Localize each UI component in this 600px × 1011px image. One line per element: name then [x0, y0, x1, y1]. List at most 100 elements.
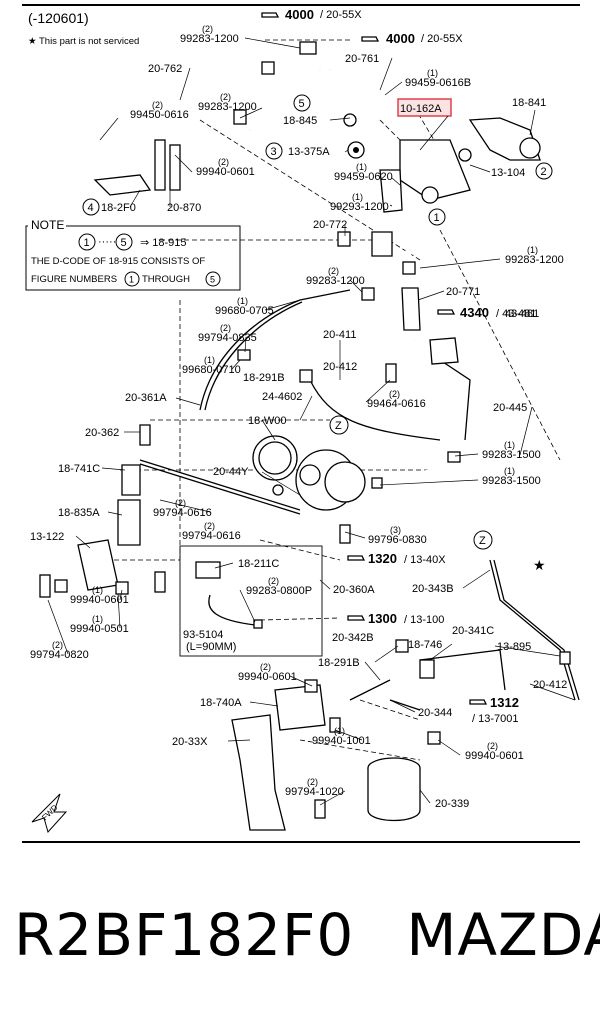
figure-number-3: 3 — [271, 146, 277, 158]
part-number: 18-740A — [200, 697, 242, 709]
part-number: 18-841 — [512, 97, 546, 109]
ref-1320: 1320 / 13-40X — [347, 551, 446, 566]
svg-text:1320: 1320 — [368, 551, 397, 566]
leader-line — [419, 258, 501, 269]
part-number: 99794-0616 — [182, 530, 241, 542]
part-label: (1)99283-1500 — [482, 440, 541, 461]
part-label: (2)99450-0616 — [130, 100, 189, 121]
part-number: 99794-1020 — [285, 786, 344, 798]
leader-line — [179, 67, 191, 101]
leader-line — [379, 479, 479, 486]
leader-line — [519, 406, 533, 456]
leader-line — [261, 419, 276, 441]
leader-line — [159, 499, 211, 513]
part-label: 20-342B — [332, 632, 374, 644]
part-label: 20-344 — [418, 707, 452, 719]
leader-line — [349, 279, 363, 293]
part-label: 20-411 — [323, 329, 356, 341]
leader-line — [101, 467, 126, 471]
part-number: 99794-0835 — [198, 332, 257, 344]
part-number: 20-772 — [313, 219, 347, 231]
note-line3a: FIGURE NUMBERS — [31, 274, 117, 285]
part-quantity: (1) — [527, 245, 538, 255]
part-number: 20-33X — [172, 736, 208, 748]
leader-lines — [47, 37, 576, 806]
part-quantity: (2) — [52, 640, 63, 650]
part-number: 20-344 — [418, 707, 452, 719]
part-label: (2)99283-1200 — [306, 266, 365, 287]
part-quantity: (1) — [504, 440, 515, 450]
fwd-arrow: FWD — [31, 793, 68, 834]
note-line3b: THROUGH — [142, 274, 190, 285]
part-number: 99459-0620 — [334, 171, 393, 183]
figure-z-b: Z — [479, 535, 486, 547]
part-label: (2)99794-0820 — [30, 640, 89, 661]
leader-line — [419, 789, 431, 804]
note-circle-to: 5 — [121, 237, 127, 249]
part-number: 20-771 — [446, 286, 480, 298]
part-number: 20-341C — [452, 625, 494, 637]
svg-text:/ 20-55X: / 20-55X — [320, 9, 362, 21]
leader-line — [469, 164, 491, 173]
part-label: 18-W00 — [248, 415, 287, 427]
part-number: 99283-1500 — [482, 449, 541, 461]
part-number: 20-870 — [167, 202, 201, 214]
leader-line — [494, 645, 561, 657]
part-quantity: (1) — [92, 614, 103, 624]
leader-line — [264, 299, 301, 311]
part-quantity: (2) — [220, 92, 231, 102]
part-number: 20-762 — [148, 63, 182, 75]
part-number: 99283-1500 — [482, 475, 541, 487]
part-label: 20-870 — [167, 202, 201, 214]
part-label: 20-771 — [446, 286, 480, 298]
part-number: 20-342B — [332, 632, 374, 644]
part-number: 99283-1200 — [180, 33, 239, 45]
part-label: 18-2F0 — [101, 202, 136, 214]
part-quantity: (2) — [202, 24, 213, 34]
leader-line — [119, 589, 123, 601]
part-label: 18-835A — [58, 507, 100, 519]
part-number: 18-746 — [408, 639, 442, 651]
leader-line — [454, 453, 479, 457]
not-serviced-star: ★ — [533, 557, 546, 573]
part-label: 13-104 — [491, 167, 525, 179]
diagram-code: R2BF182F0 — [14, 901, 355, 969]
components — [39, 41, 571, 831]
part-quantity: (1) — [427, 68, 438, 78]
leader-line — [389, 699, 416, 713]
part-label: 20-762 — [148, 63, 182, 75]
part-label: 20-761 — [345, 53, 379, 65]
part-number: 99283-1200 — [198, 101, 257, 113]
part-quantity: (1) — [237, 296, 248, 306]
part-number: 99940-0601 — [196, 166, 255, 178]
svg-text:/ 20-55X: / 20-55X — [421, 33, 463, 45]
part-label: 20-339 — [435, 798, 469, 810]
leader-line — [75, 535, 91, 549]
part-number: 13-122 — [30, 531, 64, 543]
leader-line — [529, 683, 576, 701]
part-label: (2)99940-0601 — [196, 157, 255, 178]
part-number: (L=90MM) — [186, 641, 236, 653]
leader-line — [129, 189, 141, 208]
ref-1300: 1300 / 13-100 — [347, 611, 444, 626]
service-note: ★ This part is not serviced — [28, 36, 139, 47]
part-label: (1)99293-1200 — [330, 192, 389, 213]
part-number: 99680-0705 — [215, 305, 274, 317]
part-number: 20-412 — [533, 679, 567, 691]
part-number: 99283-1200 — [505, 254, 564, 266]
part-label: 13-122 — [30, 531, 64, 543]
leader-line — [261, 471, 301, 496]
part-label: (1)99680-0710 — [182, 355, 241, 376]
part-quantity: (2) — [218, 157, 229, 167]
part-number: 99464-0616 — [367, 398, 426, 410]
leader-line — [379, 57, 393, 91]
part-label: 20-33X — [172, 736, 208, 748]
part-number: 99794-0616 — [153, 507, 212, 519]
ref-arrows: 4000 / 20-55X 4000 / 20-55X 4340 / 43-48… — [261, 7, 536, 725]
leader-line — [239, 107, 263, 119]
note-title: NOTE — [31, 218, 64, 232]
part-number: 20-761 — [345, 53, 379, 65]
note-box: NOTE 1 ········· 5 ⇒ 18-915 THE D-CODE O… — [25, 218, 241, 291]
leader-line — [384, 81, 403, 96]
part-label: 20-772 — [313, 219, 347, 231]
